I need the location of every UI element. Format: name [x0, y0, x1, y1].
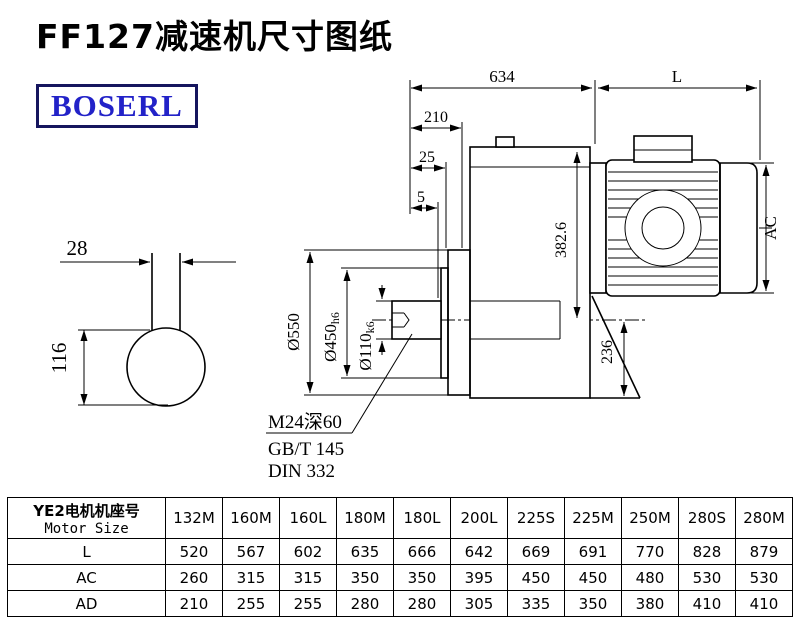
- dimension-drawing: 28 116: [47, 67, 780, 482]
- dimension-value-cell: 410: [678, 590, 736, 617]
- frame-size-header: 160M: [222, 497, 280, 539]
- dimension-value-cell: 666: [393, 538, 451, 565]
- dimension-value-cell: 255: [222, 590, 280, 617]
- dimension-value-cell: 879: [735, 538, 793, 565]
- dimension-value-cell: 350: [336, 564, 394, 591]
- dimension-value-cell: 602: [279, 538, 337, 565]
- note-standard-gbt: GB/T 145: [268, 439, 344, 460]
- dimension-value-cell: 350: [564, 590, 622, 617]
- dimension-value-cell: 480: [621, 564, 679, 591]
- dimension-value-cell: 669: [507, 538, 565, 565]
- dim-shaft-dia-label: Ø110k6: [356, 321, 377, 370]
- spigot-dia-tolerance: h6: [328, 312, 342, 324]
- dimensions: 634 L 210 25 5 Ø550 Ø450h6 Ø110k6 382.6 …: [284, 67, 780, 396]
- frame-size-header: 280S: [678, 497, 736, 539]
- dim-flange-dia-label: Ø550: [284, 313, 303, 351]
- dim-5-label: 5: [417, 189, 425, 206]
- dim-25-label: 25: [419, 149, 435, 166]
- shaft-dia-tolerance: k6: [363, 321, 377, 333]
- dimension-value-cell: 450: [507, 564, 565, 591]
- dim-382-label: 382.6: [553, 222, 570, 258]
- frame-size-header: 225S: [507, 497, 565, 539]
- dimension-value-cell: 530: [678, 564, 736, 591]
- frame-size-header: 280M: [735, 497, 793, 539]
- dim-key-width-label: 28: [67, 236, 88, 260]
- dimension-value-cell: 280: [393, 590, 451, 617]
- reducer-interior: [392, 149, 718, 340]
- frame-size-header: 132M: [165, 497, 223, 539]
- dim-210-label: 210: [424, 109, 448, 126]
- motor-size-label-en: Motor Size: [44, 520, 129, 537]
- spigot-dia-value: Ø450: [321, 324, 340, 362]
- dim-236-label: 236: [599, 340, 616, 364]
- brand-logo: BOSERL: [36, 84, 198, 128]
- dimension-value-cell: 567: [222, 538, 280, 565]
- shaft-dia-value: Ø110: [356, 333, 375, 370]
- dimension-value-cell: 770: [621, 538, 679, 565]
- dimension-value-cell: 530: [735, 564, 793, 591]
- notes: M24深60 GB/T 145 DIN 332: [266, 333, 413, 482]
- dimension-row-label: L: [7, 538, 166, 565]
- dimension-value-cell: 260: [165, 564, 223, 591]
- dimension-value-cell: 450: [564, 564, 622, 591]
- dimension-value-cell: 280: [336, 590, 394, 617]
- page-title: FF127减速机尺寸图纸: [36, 17, 393, 56]
- note-standard-din: DIN 332: [268, 461, 335, 482]
- dimension-row-label: AC: [7, 564, 166, 591]
- dimension-value-cell: 315: [222, 564, 280, 591]
- dim-spigot-dia-label: Ø450h6: [321, 312, 342, 362]
- dimension-value-cell: 635: [336, 538, 394, 565]
- motor-size-label-cn: YE2电机机座号: [33, 501, 140, 520]
- frame-size-header: 250M: [621, 497, 679, 539]
- dimension-row-label: AD: [7, 590, 166, 617]
- dimension-value-cell: 410: [735, 590, 793, 617]
- dimension-value-cell: 335: [507, 590, 565, 617]
- note-center-tap: M24深60: [268, 411, 342, 433]
- dimension-value-cell: 395: [450, 564, 508, 591]
- dim-L-label: L: [672, 67, 682, 86]
- dimension-value-cell: 691: [564, 538, 622, 565]
- frame-size-header: 200L: [450, 497, 508, 539]
- frame-size-header: 180M: [336, 497, 394, 539]
- dimension-value-cell: 210: [165, 590, 223, 617]
- dimension-value-cell: 350: [393, 564, 451, 591]
- dimension-value-cell: 305: [450, 590, 508, 617]
- dimension-value-cell: 380: [621, 590, 679, 617]
- dim-AC-label: AC: [761, 216, 780, 240]
- dimension-value-cell: 315: [279, 564, 337, 591]
- shaft-end-view: 28 116: [47, 236, 236, 407]
- dimension-value-cell: 255: [279, 590, 337, 617]
- dim-shaft-height-label: 116: [47, 343, 71, 374]
- motor-end-circle-inner: [641, 206, 685, 250]
- dimension-value-cell: 520: [165, 538, 223, 565]
- frame-size-header: 180L: [393, 497, 451, 539]
- dim-634-label: 634: [489, 67, 515, 86]
- dimension-value-cell: 828: [678, 538, 736, 565]
- frame-size-header: 160L: [279, 497, 337, 539]
- frame-size-header: 225M: [564, 497, 622, 539]
- dimension-value-cell: 642: [450, 538, 508, 565]
